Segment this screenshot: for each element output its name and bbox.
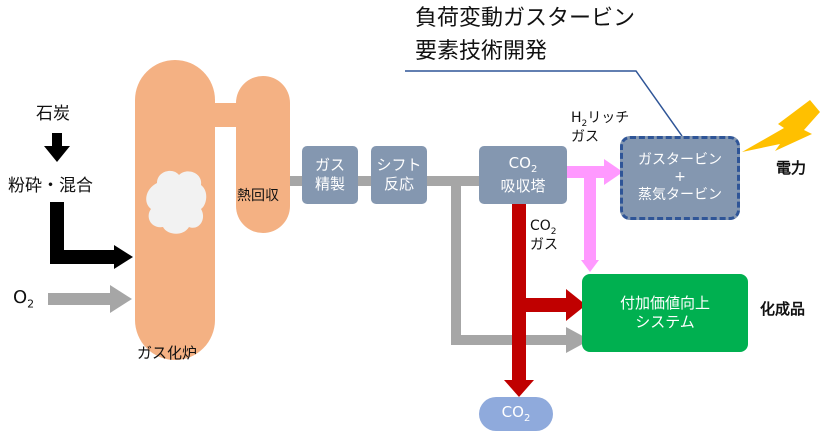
- title-line-1: 負荷変動ガスタービン: [415, 6, 636, 31]
- co2-gas-sub: 2: [550, 226, 557, 237]
- coal-arrow-head: [44, 146, 70, 162]
- oxygen-subscript: 2: [27, 297, 35, 311]
- co2-gas-formula: CO2: [530, 218, 557, 237]
- h2-gas-sub: 2: [581, 118, 588, 129]
- power-label: 電力: [776, 159, 807, 177]
- value-system-box: 付加価値向上 システム: [582, 274, 748, 352]
- cloud-icon: [146, 170, 207, 234]
- co2-gas-label: CO2 ガス: [530, 218, 558, 253]
- shift-reaction-line-1: シフト: [376, 156, 422, 175]
- gas-purification-line-1: ガス: [314, 156, 345, 175]
- callout-line: [405, 70, 683, 137]
- gas-turbine-label: ガスタービン: [638, 151, 722, 168]
- h2-line-arrowhead: [604, 159, 623, 185]
- co2-gas-co: CO: [530, 218, 551, 234]
- steam-turbine-label: 蒸気タービン: [638, 186, 722, 203]
- oxygen-label: O2: [13, 287, 35, 311]
- h2-gas-formula: H2リッチ: [571, 110, 630, 129]
- co2-gas-line-2: ガス: [530, 237, 558, 254]
- h2-line-vertical: [584, 172, 596, 262]
- gasifier-label: ガス化炉: [137, 344, 198, 362]
- shift-reaction-line-2: 反応: [383, 175, 414, 193]
- shift-reaction-box: シフト 反応: [371, 146, 427, 204]
- co2-branch-arrowhead: [566, 289, 586, 321]
- chemicals-label: 化成品: [760, 300, 806, 318]
- syngas-bypass-horizontal: [451, 335, 569, 345]
- gas-purification-line-2: 精製: [314, 175, 345, 193]
- syngas-bypass-vertical: [451, 181, 461, 341]
- co2-output-box: CO2: [479, 397, 553, 431]
- co2-branch-line: [519, 298, 569, 312]
- feed-arrow-shaft: [50, 202, 116, 264]
- co2-output-formula: CO2: [502, 403, 531, 426]
- h2-gas-h: H: [571, 110, 582, 126]
- turbine-box: ガスタービン + 蒸気タービン: [620, 136, 740, 220]
- gas-purification-box: ガス 精製: [302, 146, 358, 204]
- co2-line-vertical: [512, 202, 526, 382]
- co2-output-sub: 2: [523, 412, 531, 424]
- co2-absorber-co: CO: [508, 154, 531, 173]
- heat-recovery-label: 熱回収: [237, 188, 279, 204]
- syngas-bypass-arrowhead: [566, 327, 590, 353]
- title-line-2: 要素技術開発: [415, 39, 548, 64]
- oxygen-text: O: [13, 287, 28, 308]
- coal-label: 石炭: [36, 104, 70, 124]
- co2-output-co: CO: [501, 402, 524, 421]
- value-system-line-1: 付加価値向上: [619, 294, 710, 313]
- coal-arrow-shaft: [52, 133, 62, 147]
- prep-label: 粉砕・混合: [8, 176, 93, 196]
- heat-recovery-vessel: [236, 76, 290, 233]
- co2-absorber-name: 吸収塔: [500, 176, 546, 195]
- co2-absorber-sub: 2: [530, 164, 538, 176]
- h2-gas-label: H2リッチ ガス: [571, 110, 629, 145]
- h2-line-down-arrowhead: [581, 260, 599, 272]
- h2-gas-line-2: ガス: [571, 129, 599, 146]
- oxygen-arrow-head: [110, 285, 132, 313]
- turbine-plus-label: +: [674, 169, 686, 186]
- co2-absorber-formula: CO2: [509, 154, 538, 177]
- co2-absorber-box: CO2 吸収塔: [479, 146, 567, 204]
- lightning-bolt-icon: [742, 100, 820, 152]
- feed-arrow-head: [114, 245, 133, 269]
- h2-gas-suffix: リッチ: [587, 110, 630, 126]
- co2-line-arrowhead: [504, 380, 534, 397]
- oxygen-arrow-shaft: [48, 293, 112, 305]
- value-system-line-2: システム: [635, 313, 695, 331]
